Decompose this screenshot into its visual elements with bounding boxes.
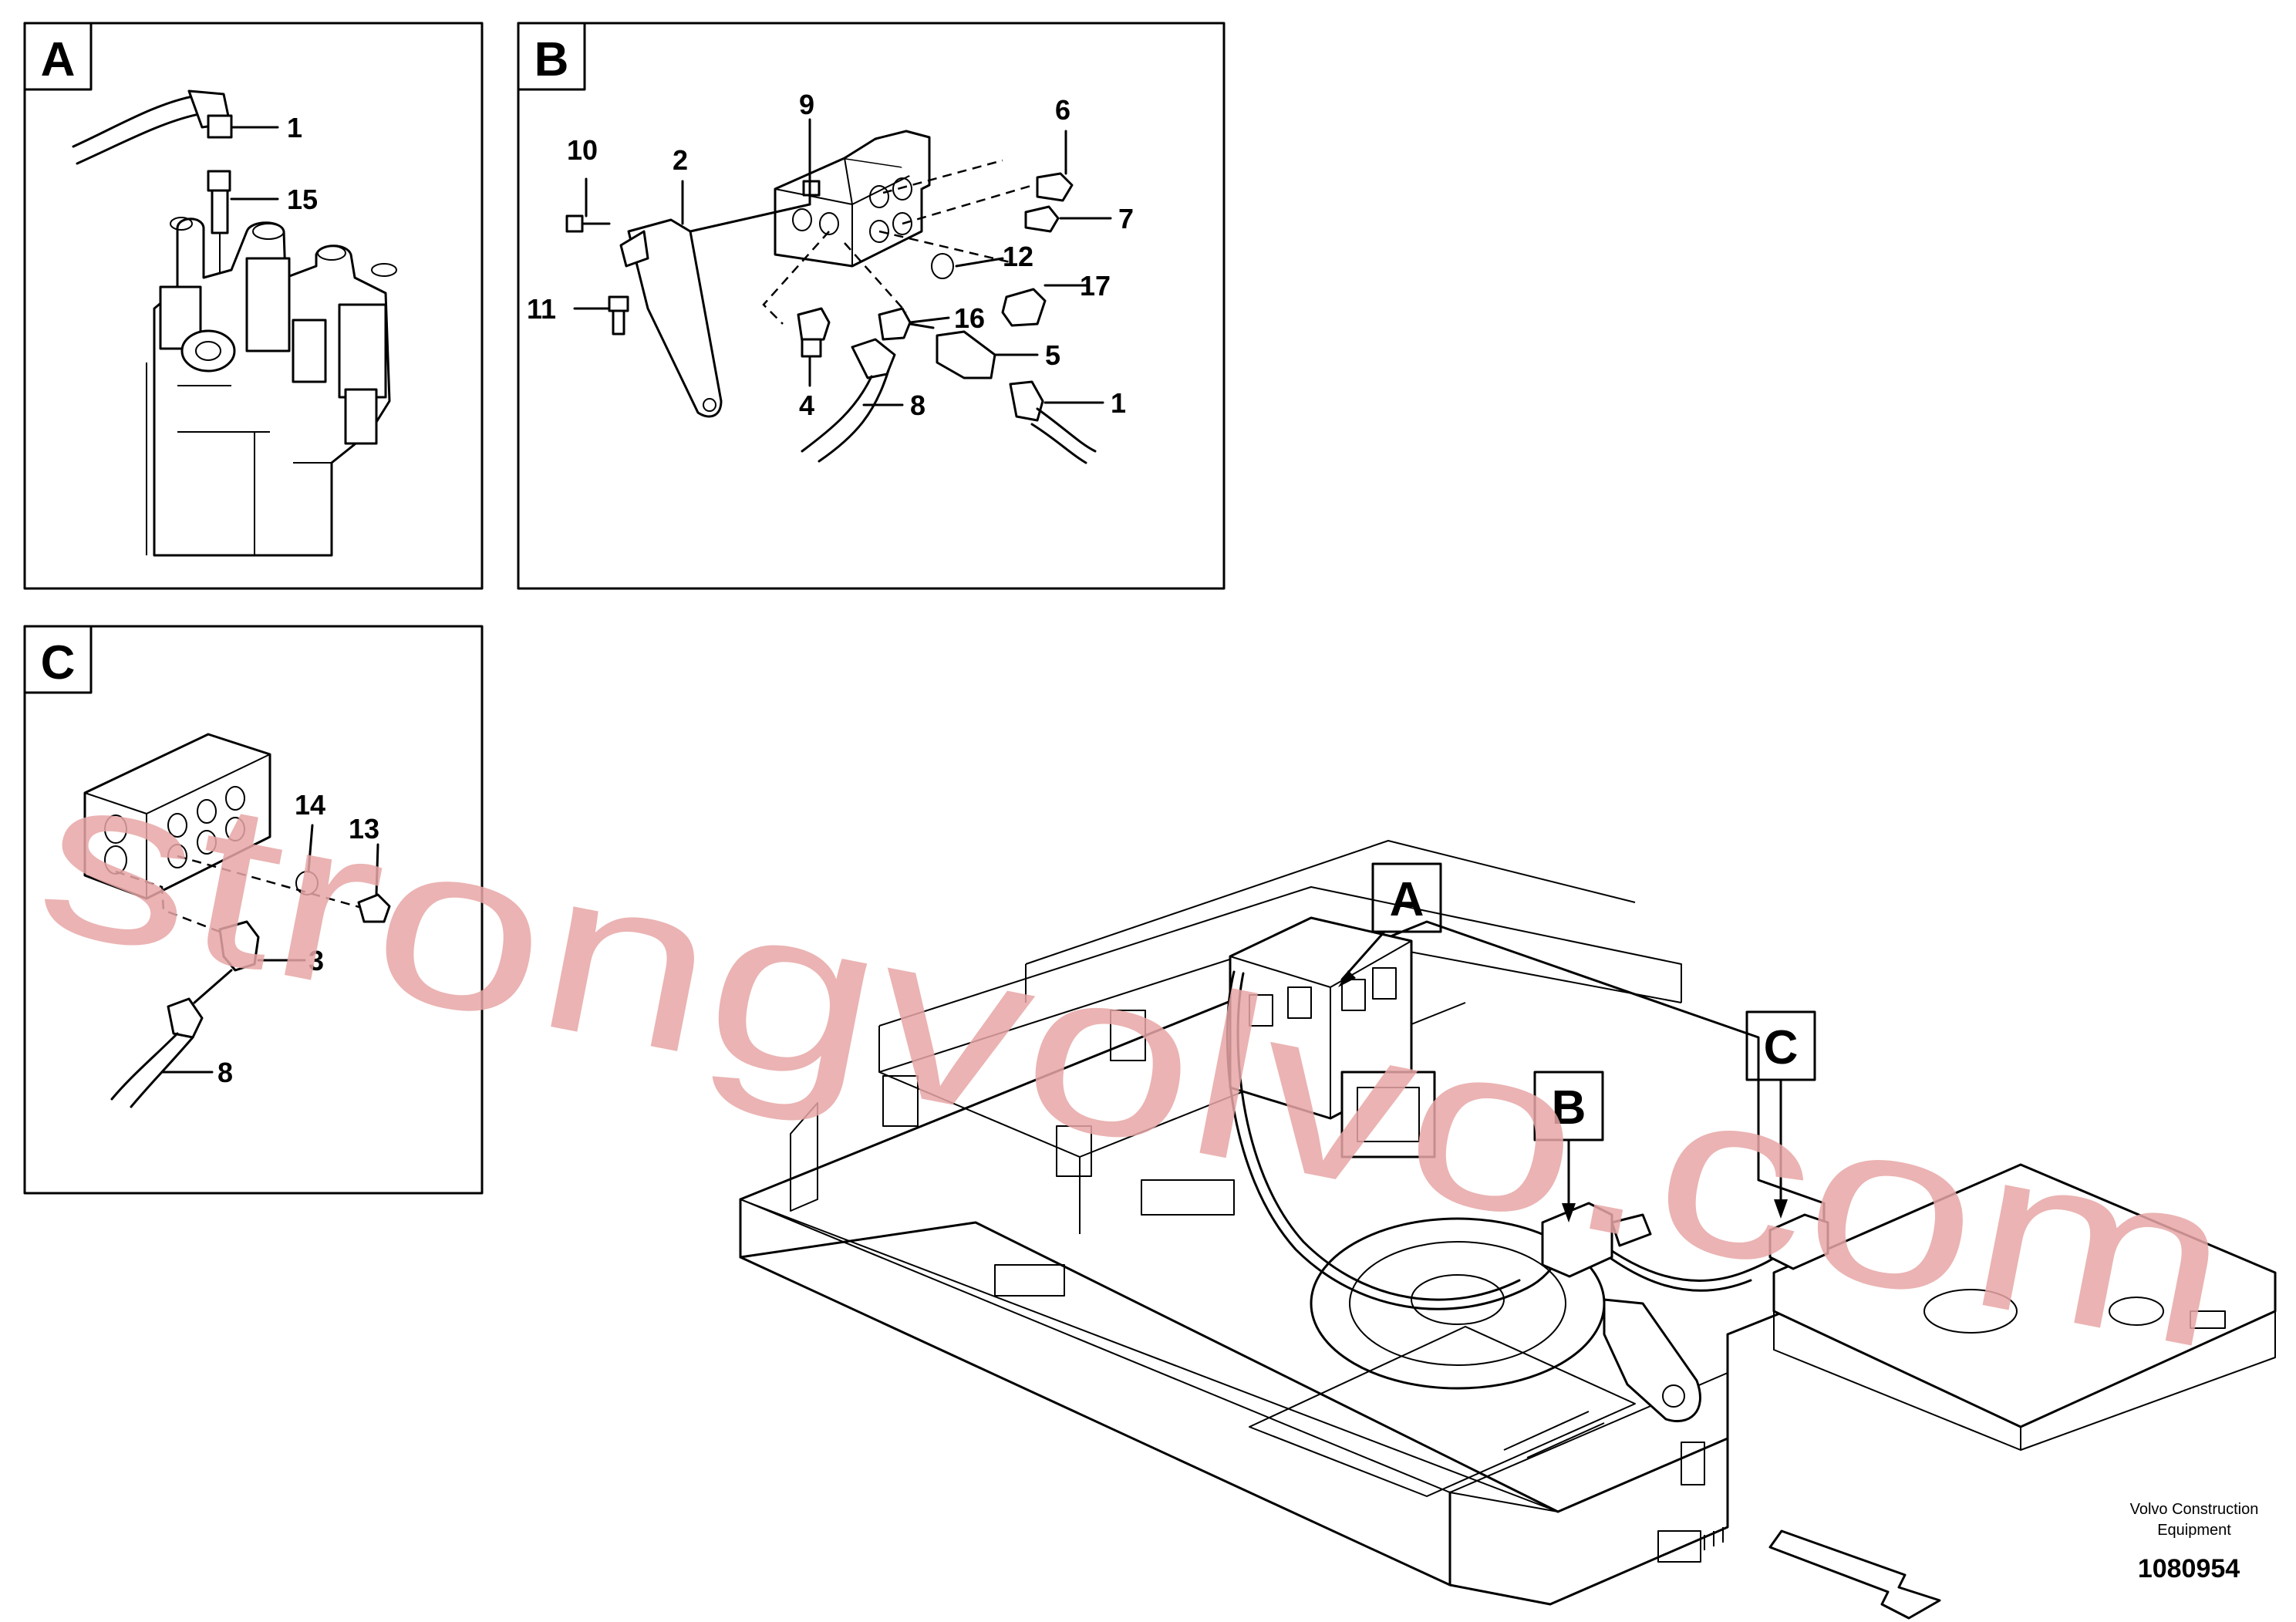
panel-c: C 14 13 3 8 [23,625,484,1195]
callout-a-1: 1 [287,112,302,143]
panel-b-letter: B [534,33,569,86]
panel-c-letter: C [41,636,76,690]
flag-b-letter: B [1552,1081,1586,1135]
flag-c-letter: C [1764,1021,1799,1074]
callout-c-8: 8 [217,1057,233,1088]
callout-c-3: 3 [308,945,324,976]
callout-b-1: 1 [1111,387,1126,419]
company-name-line2: Equipment [2157,1522,2231,1539]
callout-b-4: 4 [799,389,814,421]
callout-c-14: 14 [295,789,325,821]
callout-b-12: 12 [1003,241,1033,272]
overview-flags: A B C [1338,862,1816,1222]
overview-frame [739,840,2277,1606]
callout-b-6: 6 [1055,94,1070,126]
company-name-line1: Volvo Construction [2130,1501,2259,1518]
panel-a-letter: A [41,33,76,86]
callout-b-10: 10 [567,134,598,166]
callout-b-2: 2 [673,144,688,176]
callout-b-8: 8 [910,389,925,421]
flag-a-letter: A [1390,873,1424,926]
callout-b-5: 5 [1045,339,1060,371]
panel-b: B [517,22,1226,590]
callout-b-17: 17 [1080,270,1111,302]
callout-c-13: 13 [349,813,379,845]
panel-a: A 1 15 [23,22,484,590]
document-number: 1080954 [2138,1554,2240,1583]
callout-b-9: 9 [799,89,814,120]
callout-b-16: 16 [954,302,985,334]
callout-b-11: 11 [527,293,556,325]
direction-arrow-icon [1768,1529,1941,1620]
callout-a-15: 15 [287,184,318,215]
callout-b-7: 7 [1118,203,1134,234]
